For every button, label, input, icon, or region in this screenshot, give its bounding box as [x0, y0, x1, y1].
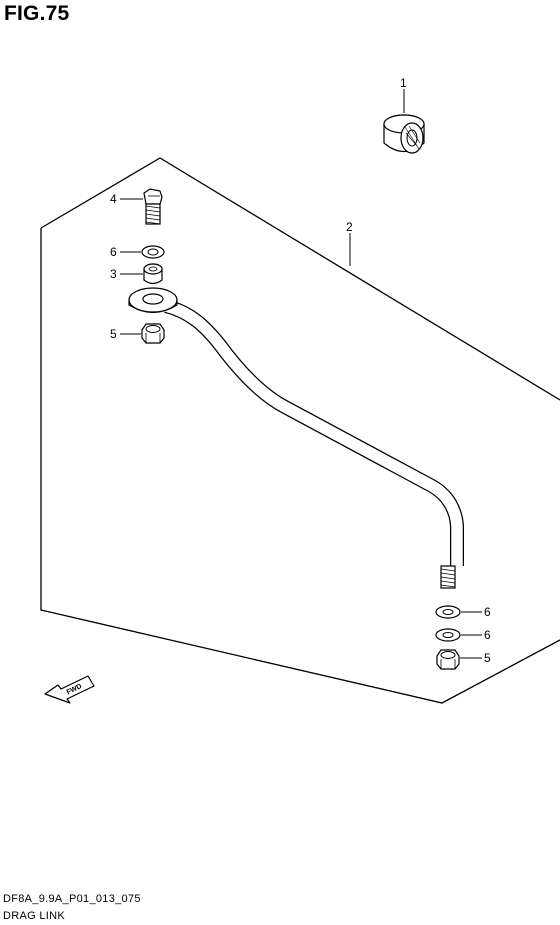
- callout-5-top: 5: [110, 327, 117, 341]
- callout-1: 1: [400, 76, 407, 90]
- part-4-bolt: [143, 188, 163, 225]
- part-1-nut: [383, 114, 425, 154]
- footer-figure-name: DRAG LINK: [3, 910, 65, 922]
- part-6-washer-right-1: [435, 605, 461, 619]
- footer-figure-code: DF8A_9.9A_P01_013_075: [3, 893, 141, 905]
- part-5-nut-top: [141, 323, 165, 344]
- callout-4: 4: [110, 192, 117, 206]
- callout-6-top: 6: [110, 245, 117, 259]
- callout-6-right-2: 6: [484, 628, 491, 642]
- fwd-arrow-icon: FWD: [44, 675, 95, 704]
- callout-5-right: 5: [484, 651, 491, 665]
- part-6-washer-top: [141, 245, 165, 259]
- figure-title: FIG.75: [4, 2, 70, 25]
- part-6-washer-right-2: [435, 628, 461, 642]
- part-3-collar: [143, 263, 163, 285]
- callout-3: 3: [110, 267, 117, 281]
- part-5-nut-right: [436, 649, 460, 670]
- part-2-drag-link: [128, 287, 464, 589]
- kit-box-outline: [40, 157, 560, 704]
- callout-6-right-1: 6: [484, 605, 491, 619]
- callout-2: 2: [346, 220, 353, 234]
